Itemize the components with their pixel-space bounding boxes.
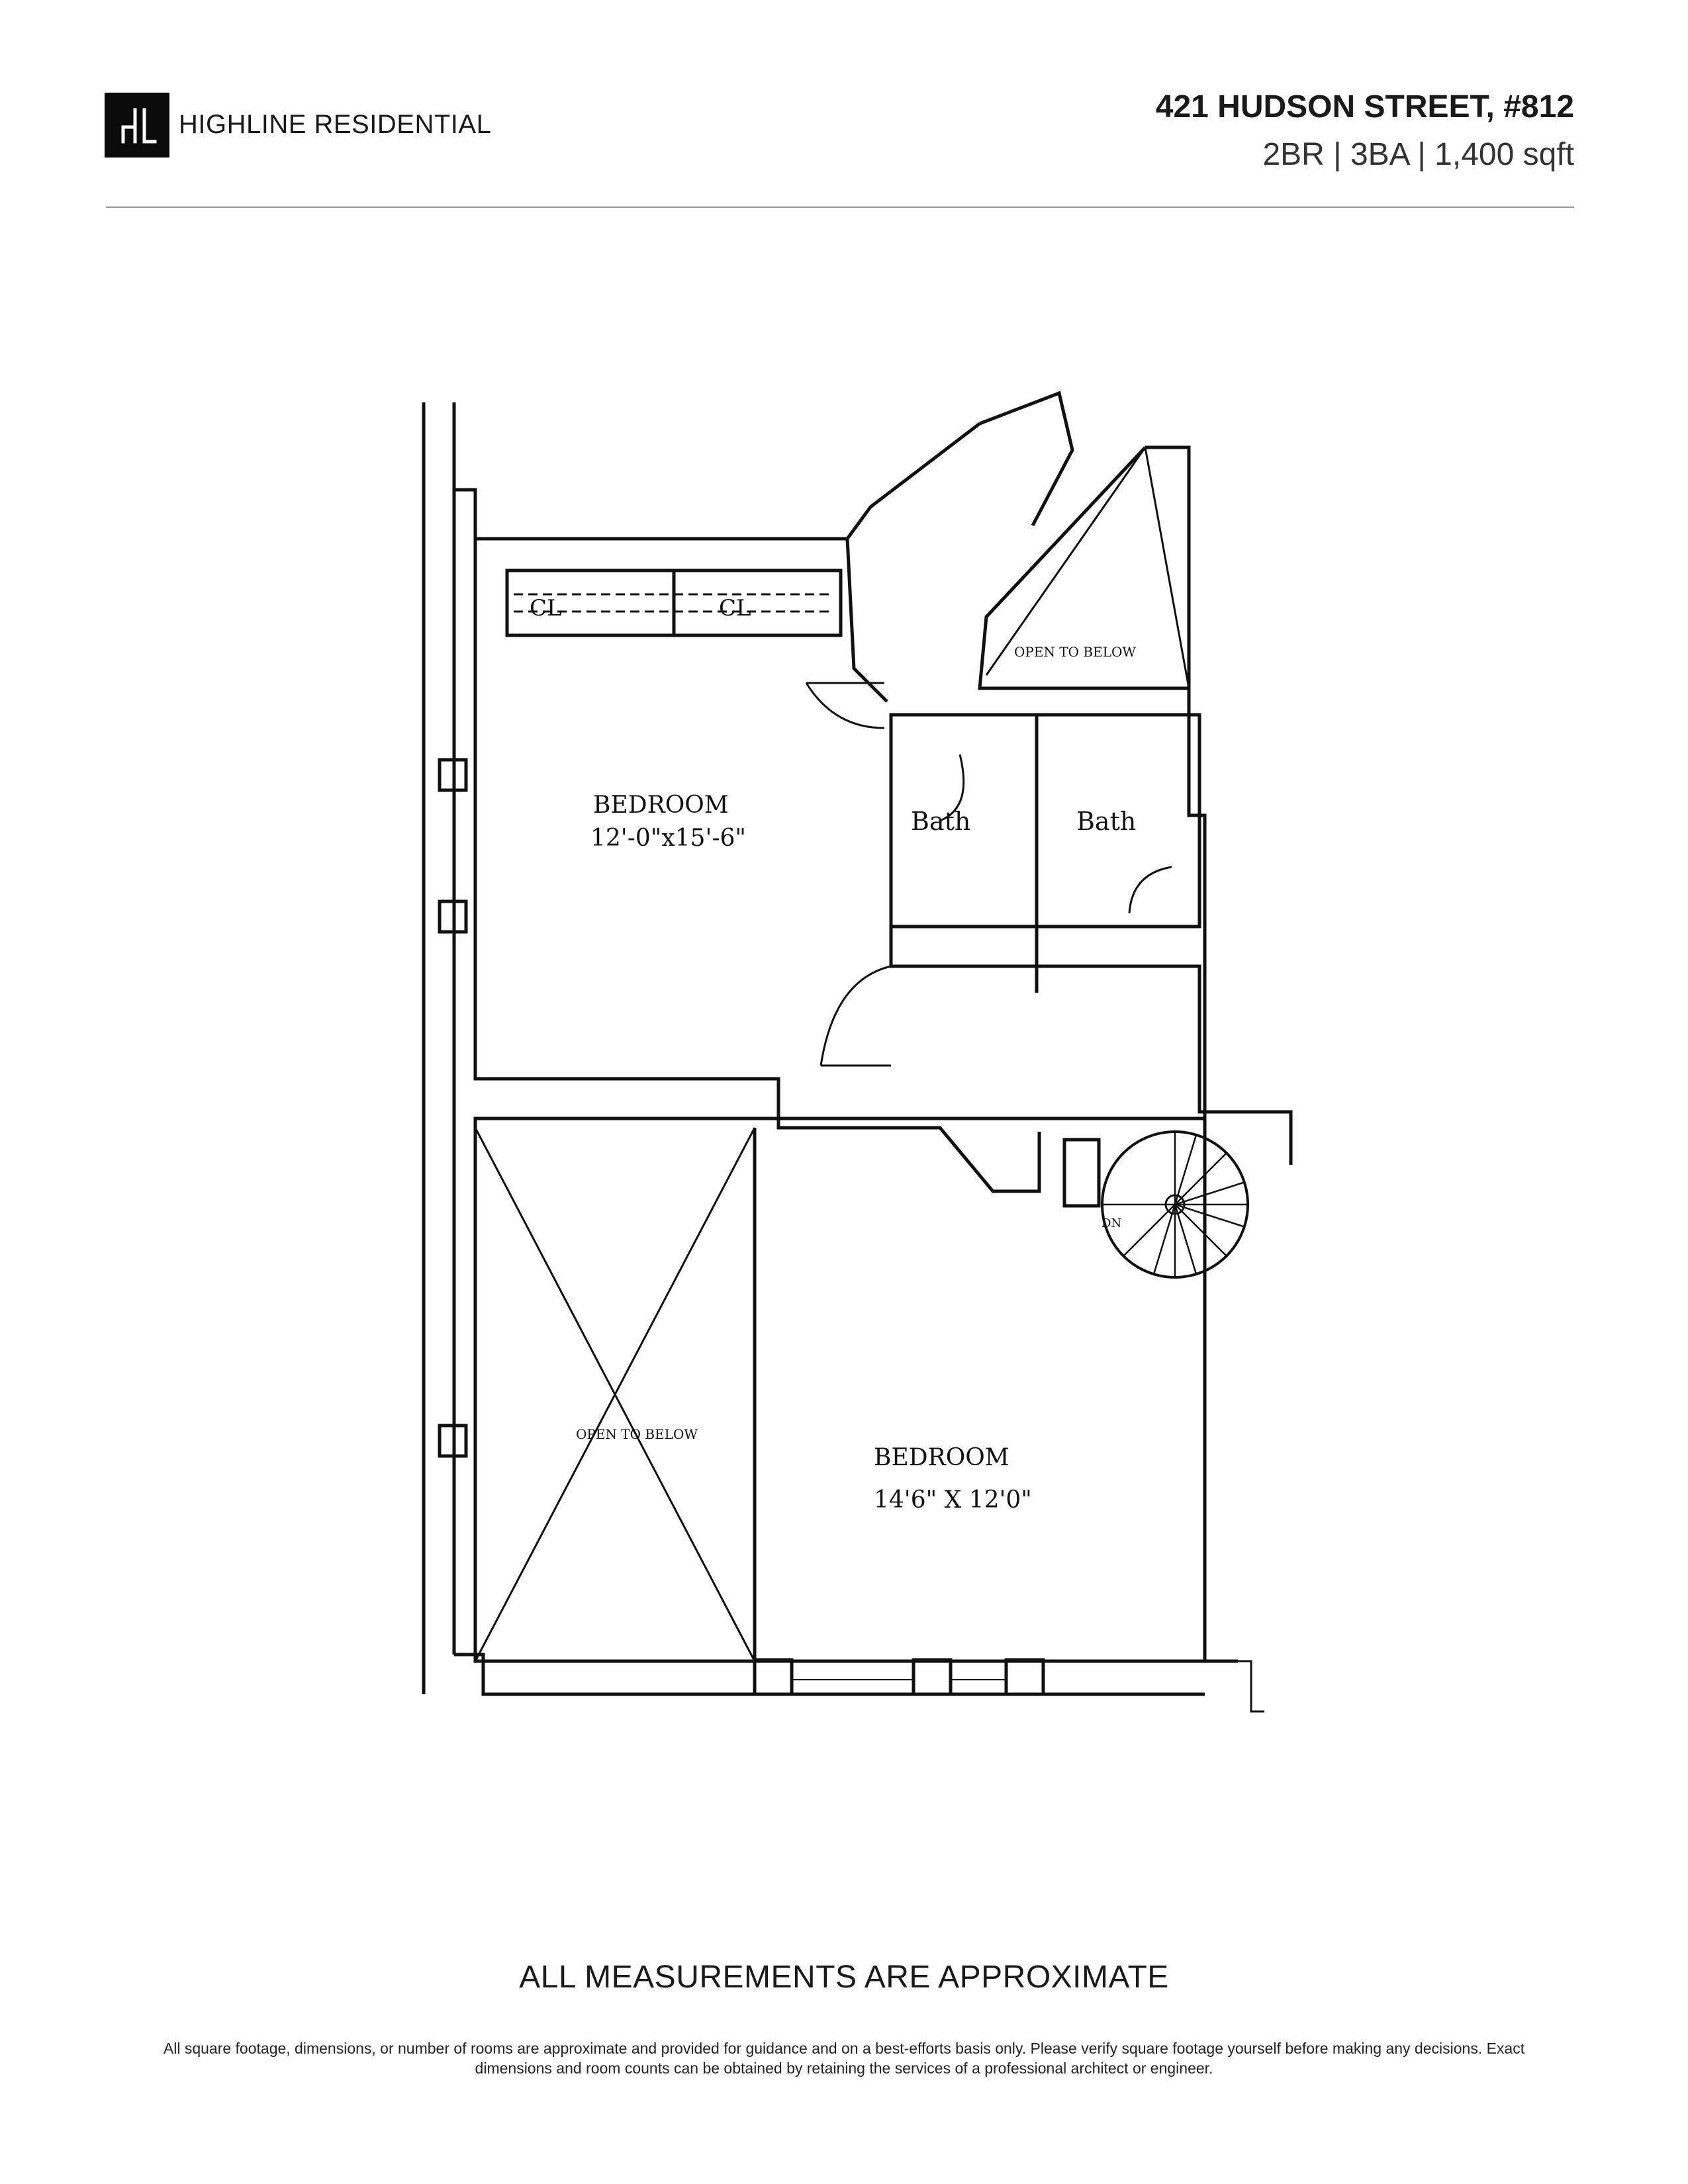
bedroom-1-name: BEDROOM <box>593 792 729 819</box>
closet-left-label: CL <box>530 595 562 621</box>
floor-plan: CL CL OPEN TO BELOW BEDROOM 12'-0"x15'-6… <box>397 384 1304 1800</box>
bedroom-1-dimensions: 12'-0"x15'-6" <box>590 825 746 852</box>
brand-name: HIGHLINE RESIDENTIAL <box>179 110 492 139</box>
open-to-below-left-label: OPEN TO BELOW <box>576 1426 698 1442</box>
measurements-notice: ALL MEASUREMENTS ARE APPROXIMATE <box>519 1960 1169 1995</box>
bedroom-2-name: BEDROOM <box>874 1444 1009 1471</box>
bath-1-label: Bath <box>911 807 970 836</box>
header-divider <box>106 206 1574 208</box>
listing-address: 421 HUDSON STREET, #812 <box>1155 89 1574 124</box>
closet-right-label: CL <box>719 595 751 621</box>
brand-logo <box>105 93 169 158</box>
bedroom-2-dimensions: 14'6" X 12'0" <box>874 1486 1032 1514</box>
legal-disclaimer: All square footage, dimensions, or numbe… <box>163 2040 1525 2077</box>
listing-specs: 2BR | 3BA | 1,400 sqft <box>1262 137 1574 172</box>
bath-2-label: Bath <box>1076 807 1136 836</box>
hl-monogram-icon <box>121 108 157 144</box>
page-header: HIGHLINE RESIDENTIAL 421 HUDSON STREET, … <box>0 0 1688 212</box>
stair-down-label: DN <box>1102 1216 1121 1230</box>
floor-plan-drawing: CL CL OPEN TO BELOW BEDROOM 12'-0"x15'-6… <box>422 390 1293 1713</box>
open-to-below-top-label: OPEN TO BELOW <box>1014 644 1136 660</box>
